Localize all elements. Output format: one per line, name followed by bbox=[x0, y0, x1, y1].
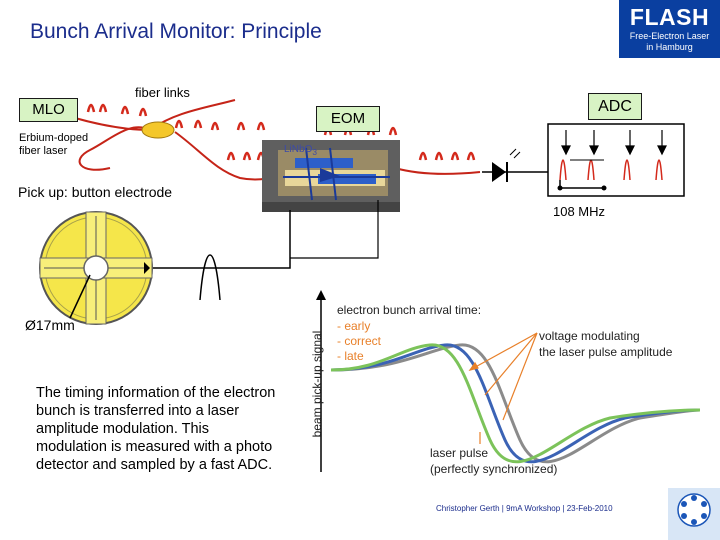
description-text: The timing information of the electron b… bbox=[36, 384, 294, 474]
flash-logo-subtitle: Free-Electron Laser in Hamburg bbox=[619, 31, 720, 53]
laser-pulse-annotation-line1: laser pulse bbox=[430, 446, 489, 460]
description-line-1: The timing information of the electron bbox=[36, 385, 276, 401]
graph-y-axis-label: beam pick-up signal bbox=[310, 330, 324, 438]
legend-late: - late bbox=[337, 349, 364, 363]
pickup-electrode bbox=[39, 211, 153, 325]
mlo-label: MLO bbox=[19, 98, 78, 122]
erbium-laser-label: Erbium-doped fiber laser bbox=[19, 132, 88, 158]
erbium-laser-label-line2: fiber laser bbox=[19, 145, 68, 157]
description-line-5: detector and sampled by a fast ADC. bbox=[36, 457, 273, 473]
description-line-3: amplitude modulation. This bbox=[36, 421, 210, 437]
graph-axes bbox=[316, 290, 326, 472]
adc-label: ADC bbox=[588, 93, 642, 120]
linbo-label: LiNbO3 bbox=[284, 144, 317, 157]
flash-logo-subtitle-line1: Free-Electron Laser bbox=[629, 31, 710, 41]
footer-credit: Christopher Gerth | 9mA Workshop | 23-Fe… bbox=[436, 504, 613, 513]
voltage-annotation-line1: voltage modulating bbox=[539, 329, 640, 343]
description-line-2: bunch is transferred into a laser bbox=[36, 403, 240, 419]
legend-early: - early bbox=[337, 319, 371, 333]
diameter-label: Ø17mm bbox=[25, 317, 75, 333]
adc-panel bbox=[547, 123, 685, 197]
eom-modulator bbox=[262, 140, 400, 212]
erbium-fiber-laser bbox=[141, 121, 175, 139]
bunch-waveforms bbox=[330, 343, 701, 464]
eom-bias-line bbox=[290, 200, 379, 259]
linbo-text: LiNbO bbox=[284, 144, 313, 155]
fiber-arrow bbox=[320, 168, 340, 182]
erbium-laser-label-line1: Erbium-doped bbox=[19, 132, 89, 144]
photodiode bbox=[482, 148, 548, 182]
fiber-links-label: fiber links bbox=[135, 85, 190, 100]
flash-logo-background bbox=[619, 0, 720, 60]
linbo-subscript: 3 bbox=[312, 147, 317, 157]
eom-label: EOM bbox=[316, 106, 380, 132]
pickup-label: Pick up: button electrode bbox=[18, 184, 173, 200]
legend-correct: - correct bbox=[337, 334, 382, 348]
flash-logo: FLASH bbox=[629, 4, 710, 30]
description-line-4: modulation is measured with a photo bbox=[36, 439, 273, 455]
laser-pulse-annotation-line2: (perfectly synchronized) bbox=[430, 462, 558, 476]
graph-arrows bbox=[468, 332, 538, 421]
graph-title: electron bunch arrival time: bbox=[337, 303, 482, 317]
page-title: Bunch Arrival Monitor: Principle bbox=[30, 20, 322, 43]
flash-logo-subtitle-line2: in Hamburg bbox=[646, 42, 693, 52]
signal-cable bbox=[150, 210, 291, 301]
frequency-label: 108 MHz bbox=[553, 204, 606, 219]
voltage-annotation-line2: the laser pulse amplitude bbox=[539, 345, 673, 359]
desy-logo bbox=[668, 488, 720, 540]
